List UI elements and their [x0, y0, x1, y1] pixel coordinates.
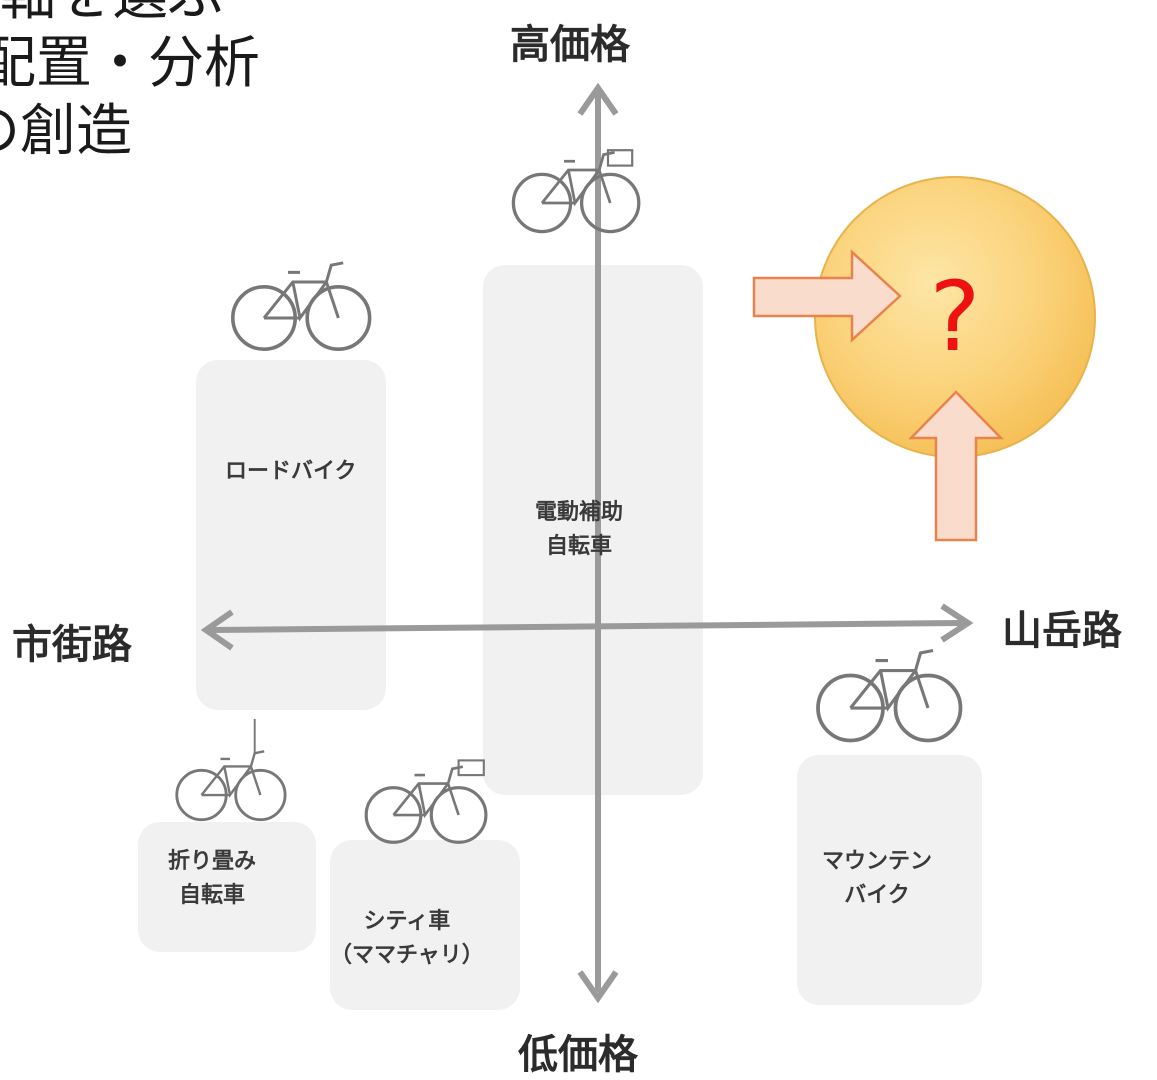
- folding-bike-icon: [175, 718, 287, 822]
- axis-label-left: 市街路: [12, 622, 132, 668]
- e-assist-label-line-2: 自転車: [546, 534, 613, 559]
- city-box: [330, 840, 520, 1010]
- category-label-e-assist: 電動補助 自転車: [535, 496, 623, 564]
- city-label-line-1: シティ車: [363, 909, 451, 934]
- mountain-label-line-1: マウンテン: [822, 849, 933, 874]
- mountain-label-line-2: バイク: [844, 883, 910, 908]
- heading-line-1: 軸を選ぶ: [0, 0, 260, 30]
- question-mark: ?: [929, 261, 981, 373]
- e-assist-box: [483, 265, 703, 795]
- heading-line-3: の創造: [0, 99, 132, 164]
- folding-label-line-2: 自転車: [179, 883, 246, 908]
- category-label-city: シティ車 （ママチャリ）: [330, 905, 484, 973]
- category-label-folding: 折り畳み 自転車: [168, 845, 256, 913]
- mountain-box: [797, 755, 982, 1005]
- road-bike-label: ロードバイク: [225, 459, 357, 484]
- vertical-axis: [577, 82, 619, 1004]
- slide-heading: 軸を選ぶ 配置・分析 の創造: [0, 0, 260, 166]
- horizontal-axis: [200, 603, 974, 651]
- category-label-mountain: マウンテン バイク: [822, 845, 932, 913]
- folding-label-line-1: 折り畳み: [168, 849, 257, 874]
- axis-label-top: 高価格: [510, 22, 630, 68]
- city-label-line-2: （ママチャリ）: [330, 943, 484, 968]
- folding-box: [138, 822, 316, 952]
- mountain-bike-icon: [816, 648, 963, 743]
- city-bike-icon: [364, 759, 488, 844]
- heading-line-2: 配置・分析: [0, 31, 260, 96]
- e-assist-bike-icon: [511, 149, 641, 234]
- category-label-road-bike: ロードバイク: [225, 455, 357, 489]
- axis-label-right: 山岳路: [1002, 608, 1122, 654]
- road-bike-icon: [231, 260, 372, 352]
- road-bike-box: [196, 360, 386, 710]
- right-pointing-arrow-icon: [752, 249, 902, 343]
- axis-label-bottom: 低価格: [518, 1032, 638, 1078]
- up-pointing-arrow-icon: [908, 390, 1004, 542]
- e-assist-label-line-1: 電動補助: [535, 500, 624, 525]
